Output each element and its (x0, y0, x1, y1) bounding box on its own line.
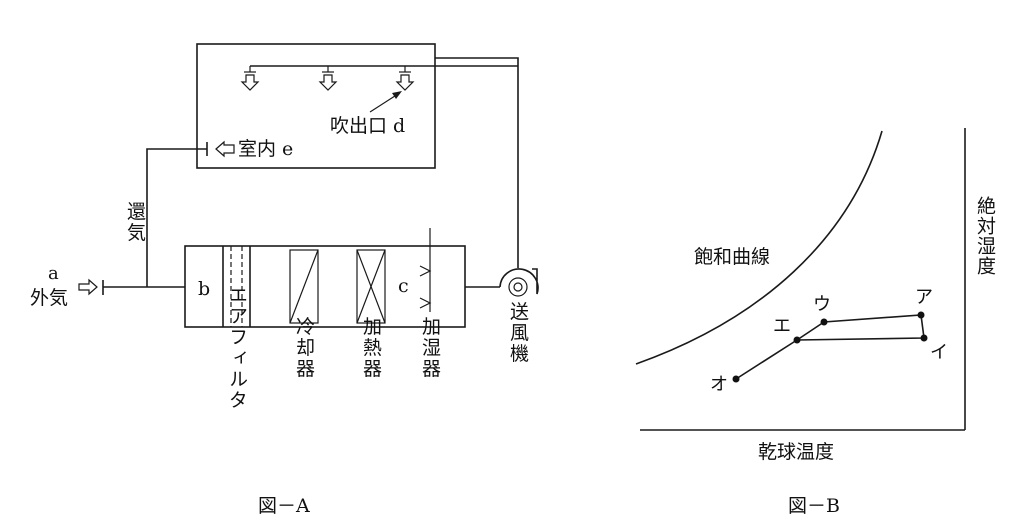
return-air-label-char-2: 気 (127, 222, 146, 244)
figure-a: 吹出口 d 室内 e 還 気 a 外気 b (30, 43, 539, 517)
point-i-label: イ (930, 342, 948, 363)
section-c-label: c (398, 275, 409, 297)
point-a-label: ア (915, 287, 933, 308)
figure-b-caption: 図－B (788, 495, 840, 517)
humidifier (419, 228, 432, 312)
outside-air-letter: a (48, 263, 59, 284)
air-filter-label: エアフィルタ (226, 285, 248, 411)
point-i-marker (920, 334, 928, 342)
point-e-label: エ (773, 316, 791, 337)
outlet-2 (318, 66, 338, 91)
y-axis-label: 絶対湿度 (974, 196, 996, 276)
return-air-label-char-1: 還 (127, 201, 146, 223)
outside-air-label: 外気 (30, 287, 68, 309)
point-u-label: ウ (813, 294, 831, 315)
point-e-marker (793, 336, 801, 344)
saturation-curve (635, 130, 883, 365)
outlet-label: 吹出口 d (330, 115, 405, 137)
point-u-marker (820, 318, 828, 326)
fan-label: 送風機 (507, 301, 529, 364)
cooler-label: 冷却器 (293, 316, 315, 379)
outlet-1 (240, 66, 260, 91)
figure-b: 飽和曲線 ア イ ウ エ オ 乾球温度 絶対湿度 図－B (635, 128, 996, 517)
saturation-curve-label: 飽和曲線 (694, 246, 770, 268)
cooler (289, 249, 319, 324)
room-box (196, 43, 436, 169)
x-axis-label: 乾球温度 (758, 441, 834, 463)
humidifier-label: 加湿器 (419, 316, 441, 379)
room-return-label: 室内 e (238, 138, 293, 160)
point-a-marker (917, 311, 925, 319)
point-o-marker (732, 375, 740, 383)
point-o-label: オ (710, 374, 728, 395)
outlet-3 (395, 66, 415, 91)
figure-a-caption: 図－A (258, 495, 310, 517)
room-return-arrow-icon (215, 140, 235, 158)
section-b-label: b (198, 278, 210, 300)
air-filter (222, 246, 251, 327)
heater-label: 加熱器 (360, 316, 382, 379)
process-line (735, 314, 925, 380)
heater (356, 249, 386, 324)
outside-air-arrow-icon (78, 278, 98, 296)
outlet-pointer-arrowhead (392, 91, 402, 99)
fan-icon (499, 268, 539, 297)
